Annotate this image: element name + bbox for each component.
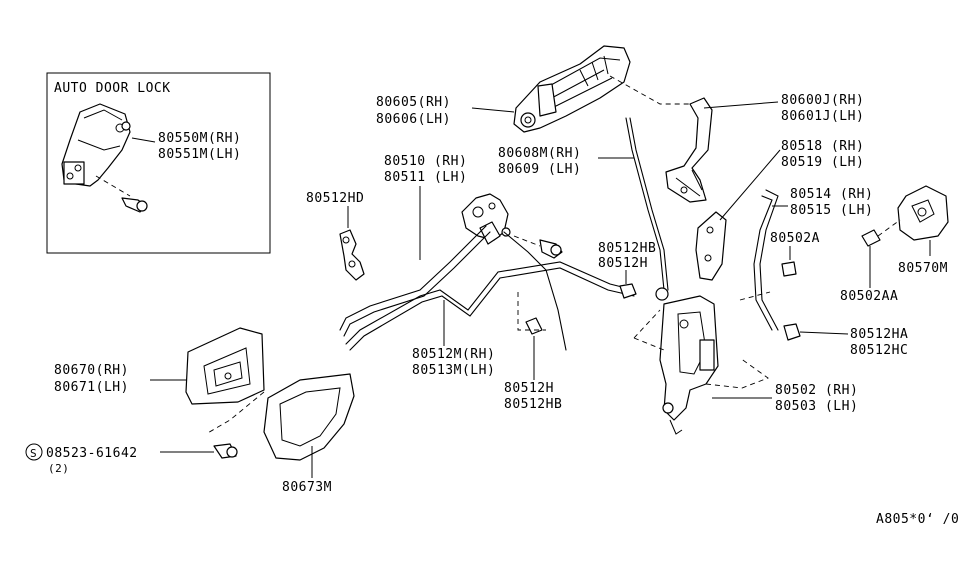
callout-80605-rh: 80605(RH): [376, 95, 451, 110]
clip-icon: [339, 229, 365, 281]
rod-80510-b: [343, 231, 491, 337]
callout-80570: 80570M: [898, 261, 948, 276]
striker-icon: [897, 185, 949, 241]
callout-80512hb-top-1: 80512HB: [598, 241, 656, 256]
callout-80518-rh: 80518 (RH): [781, 139, 864, 154]
guide-handle-bracket: [609, 75, 690, 105]
rod-80514: [753, 195, 773, 331]
leader-80550: [131, 137, 156, 143]
callout-80512hc: 80512HC: [850, 343, 908, 358]
inside-handle-icon: [185, 327, 265, 405]
guide-clip-bottom: [517, 292, 546, 331]
bolt-icon: [781, 261, 797, 277]
bolt-icon: [513, 235, 563, 259]
escutcheon-icon: [263, 373, 355, 461]
callout-80518-lh: 80519 (LH): [781, 155, 864, 170]
callout-80514-lh: 80515 (LH): [790, 203, 873, 218]
callout-80510-rh: 80510 (RH): [384, 154, 467, 169]
callout-80673: 80673M: [282, 480, 332, 495]
rod-80512m: [345, 261, 635, 345]
handle-bracket-icon: [665, 97, 713, 203]
callout-08523-qty: (2): [48, 462, 69, 475]
diagram-code: A805*0‘ /0: [876, 512, 959, 527]
callout-80514-rh: 80514 (RH): [790, 187, 873, 202]
rod-80608-b: [629, 117, 669, 291]
leader-80512ha: [799, 331, 849, 335]
callout-80512m-lh: 80513M(LH): [412, 363, 495, 378]
callout-80502aa: 80502AA: [840, 289, 898, 304]
callout-80512h-bot-1: 80512H: [504, 381, 554, 396]
rod-80608: [625, 117, 665, 291]
guide-lock-assembly: [633, 291, 771, 389]
auto-door-lock-inset: AUTO DOOR LOCK 80550M(RH) 80551M(LH): [46, 72, 271, 254]
standard-part-symbol-letter: S: [30, 447, 37, 460]
leader-80605: [471, 107, 515, 113]
callout-80550-lh: 80551M(LH): [158, 147, 241, 162]
callout-80670-rh: 80670(RH): [54, 363, 129, 378]
rod-vertical: [503, 231, 567, 351]
clip-icon: [525, 317, 543, 335]
screw-icon: [213, 443, 238, 459]
callout-80502-lh: 80503 (LH): [775, 399, 858, 414]
callout-80502a: 80502A: [770, 231, 820, 246]
callout-80600-lh: 80601J(LH): [781, 109, 864, 124]
callout-80608-rh: 80608M(RH): [498, 146, 581, 161]
leader-80518: [719, 149, 781, 221]
callout-80550-rh: 80550M(RH): [158, 131, 241, 146]
standard-part-symbol: [25, 443, 43, 461]
inset-frame: [46, 72, 271, 254]
callout-80512hb-top-2: 80512H: [598, 256, 648, 271]
clip-icon: [619, 283, 669, 301]
clip-icon: [783, 323, 801, 341]
bolt-icon: [861, 219, 901, 247]
callout-80512m-rh: 80512M(RH): [412, 347, 495, 362]
callout-80510-lh: 80511 (LH): [384, 170, 467, 185]
door-lock-assembly-icon: [659, 295, 719, 435]
outside-handle-icon: [513, 45, 631, 133]
callout-80512hd: 80512HD: [306, 191, 364, 206]
screw-icon: [95, 175, 148, 213]
rod-bracket-icon: [695, 211, 727, 281]
callout-80502-rh: 80502 (RH): [775, 383, 858, 398]
rod-80510: [339, 225, 487, 331]
callout-80512h-bot-2: 80512HB: [504, 397, 562, 412]
rod-80514-b: [759, 189, 779, 331]
callout-80512ha: 80512HA: [850, 327, 908, 342]
door-lock-actuator-icon: [61, 103, 131, 187]
callout-80608-lh: 80609 (LH): [498, 162, 581, 177]
callout-80605-lh: 80606(LH): [376, 112, 451, 127]
rod-80512m-b: [349, 267, 635, 351]
leader-80600: [703, 101, 779, 109]
callout-80670-lh: 80671(LH): [54, 380, 129, 395]
inset-title: AUTO DOOR LOCK: [54, 81, 171, 96]
callout-80600-rh: 80600J(RH): [781, 93, 864, 108]
callout-08523: 08523-61642: [46, 446, 138, 461]
